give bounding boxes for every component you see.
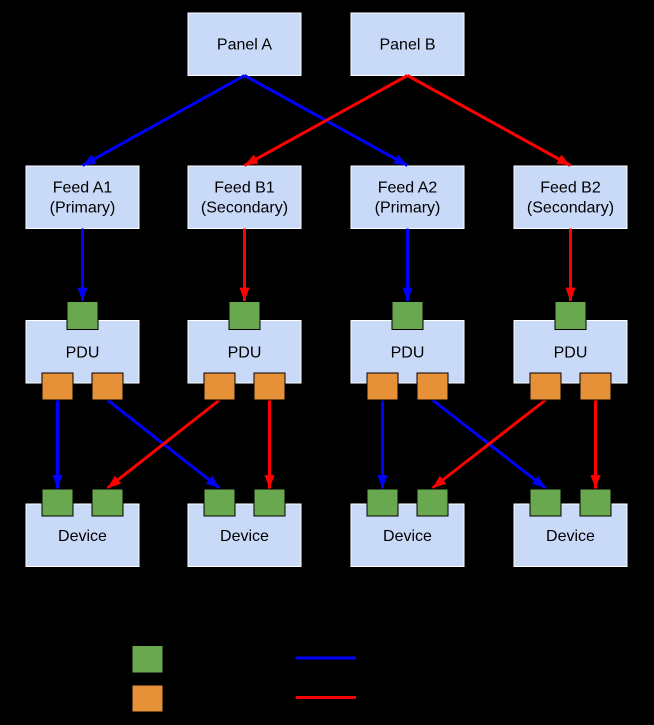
svg-text:(Secondary): (Secondary) xyxy=(527,200,614,217)
svg-text:Feed A2: Feed A2 xyxy=(378,180,438,197)
svg-text:Panel B: Panel B xyxy=(379,37,435,54)
svg-text:Device: Device xyxy=(546,528,595,545)
svg-text:(Secondary): (Secondary) xyxy=(201,200,288,217)
svg-text:Feed B2: Feed B2 xyxy=(540,180,601,197)
svg-text:(Primary): (Primary) xyxy=(375,200,441,217)
svg-text:Feed B1: Feed B1 xyxy=(214,180,275,197)
svg-text:Device: Device xyxy=(383,528,432,545)
svg-text:PDU: PDU xyxy=(391,345,425,362)
svg-text:Device: Device xyxy=(58,528,107,545)
svg-text:Device: Device xyxy=(220,528,269,545)
svg-text:(Primary): (Primary) xyxy=(50,200,116,217)
svg-text:Panel A: Panel A xyxy=(217,37,272,54)
svg-text:PDU: PDU xyxy=(228,345,262,362)
svg-text:PDU: PDU xyxy=(554,345,588,362)
svg-text:Feed A1: Feed A1 xyxy=(53,180,113,197)
svg-text:PDU: PDU xyxy=(66,345,100,362)
